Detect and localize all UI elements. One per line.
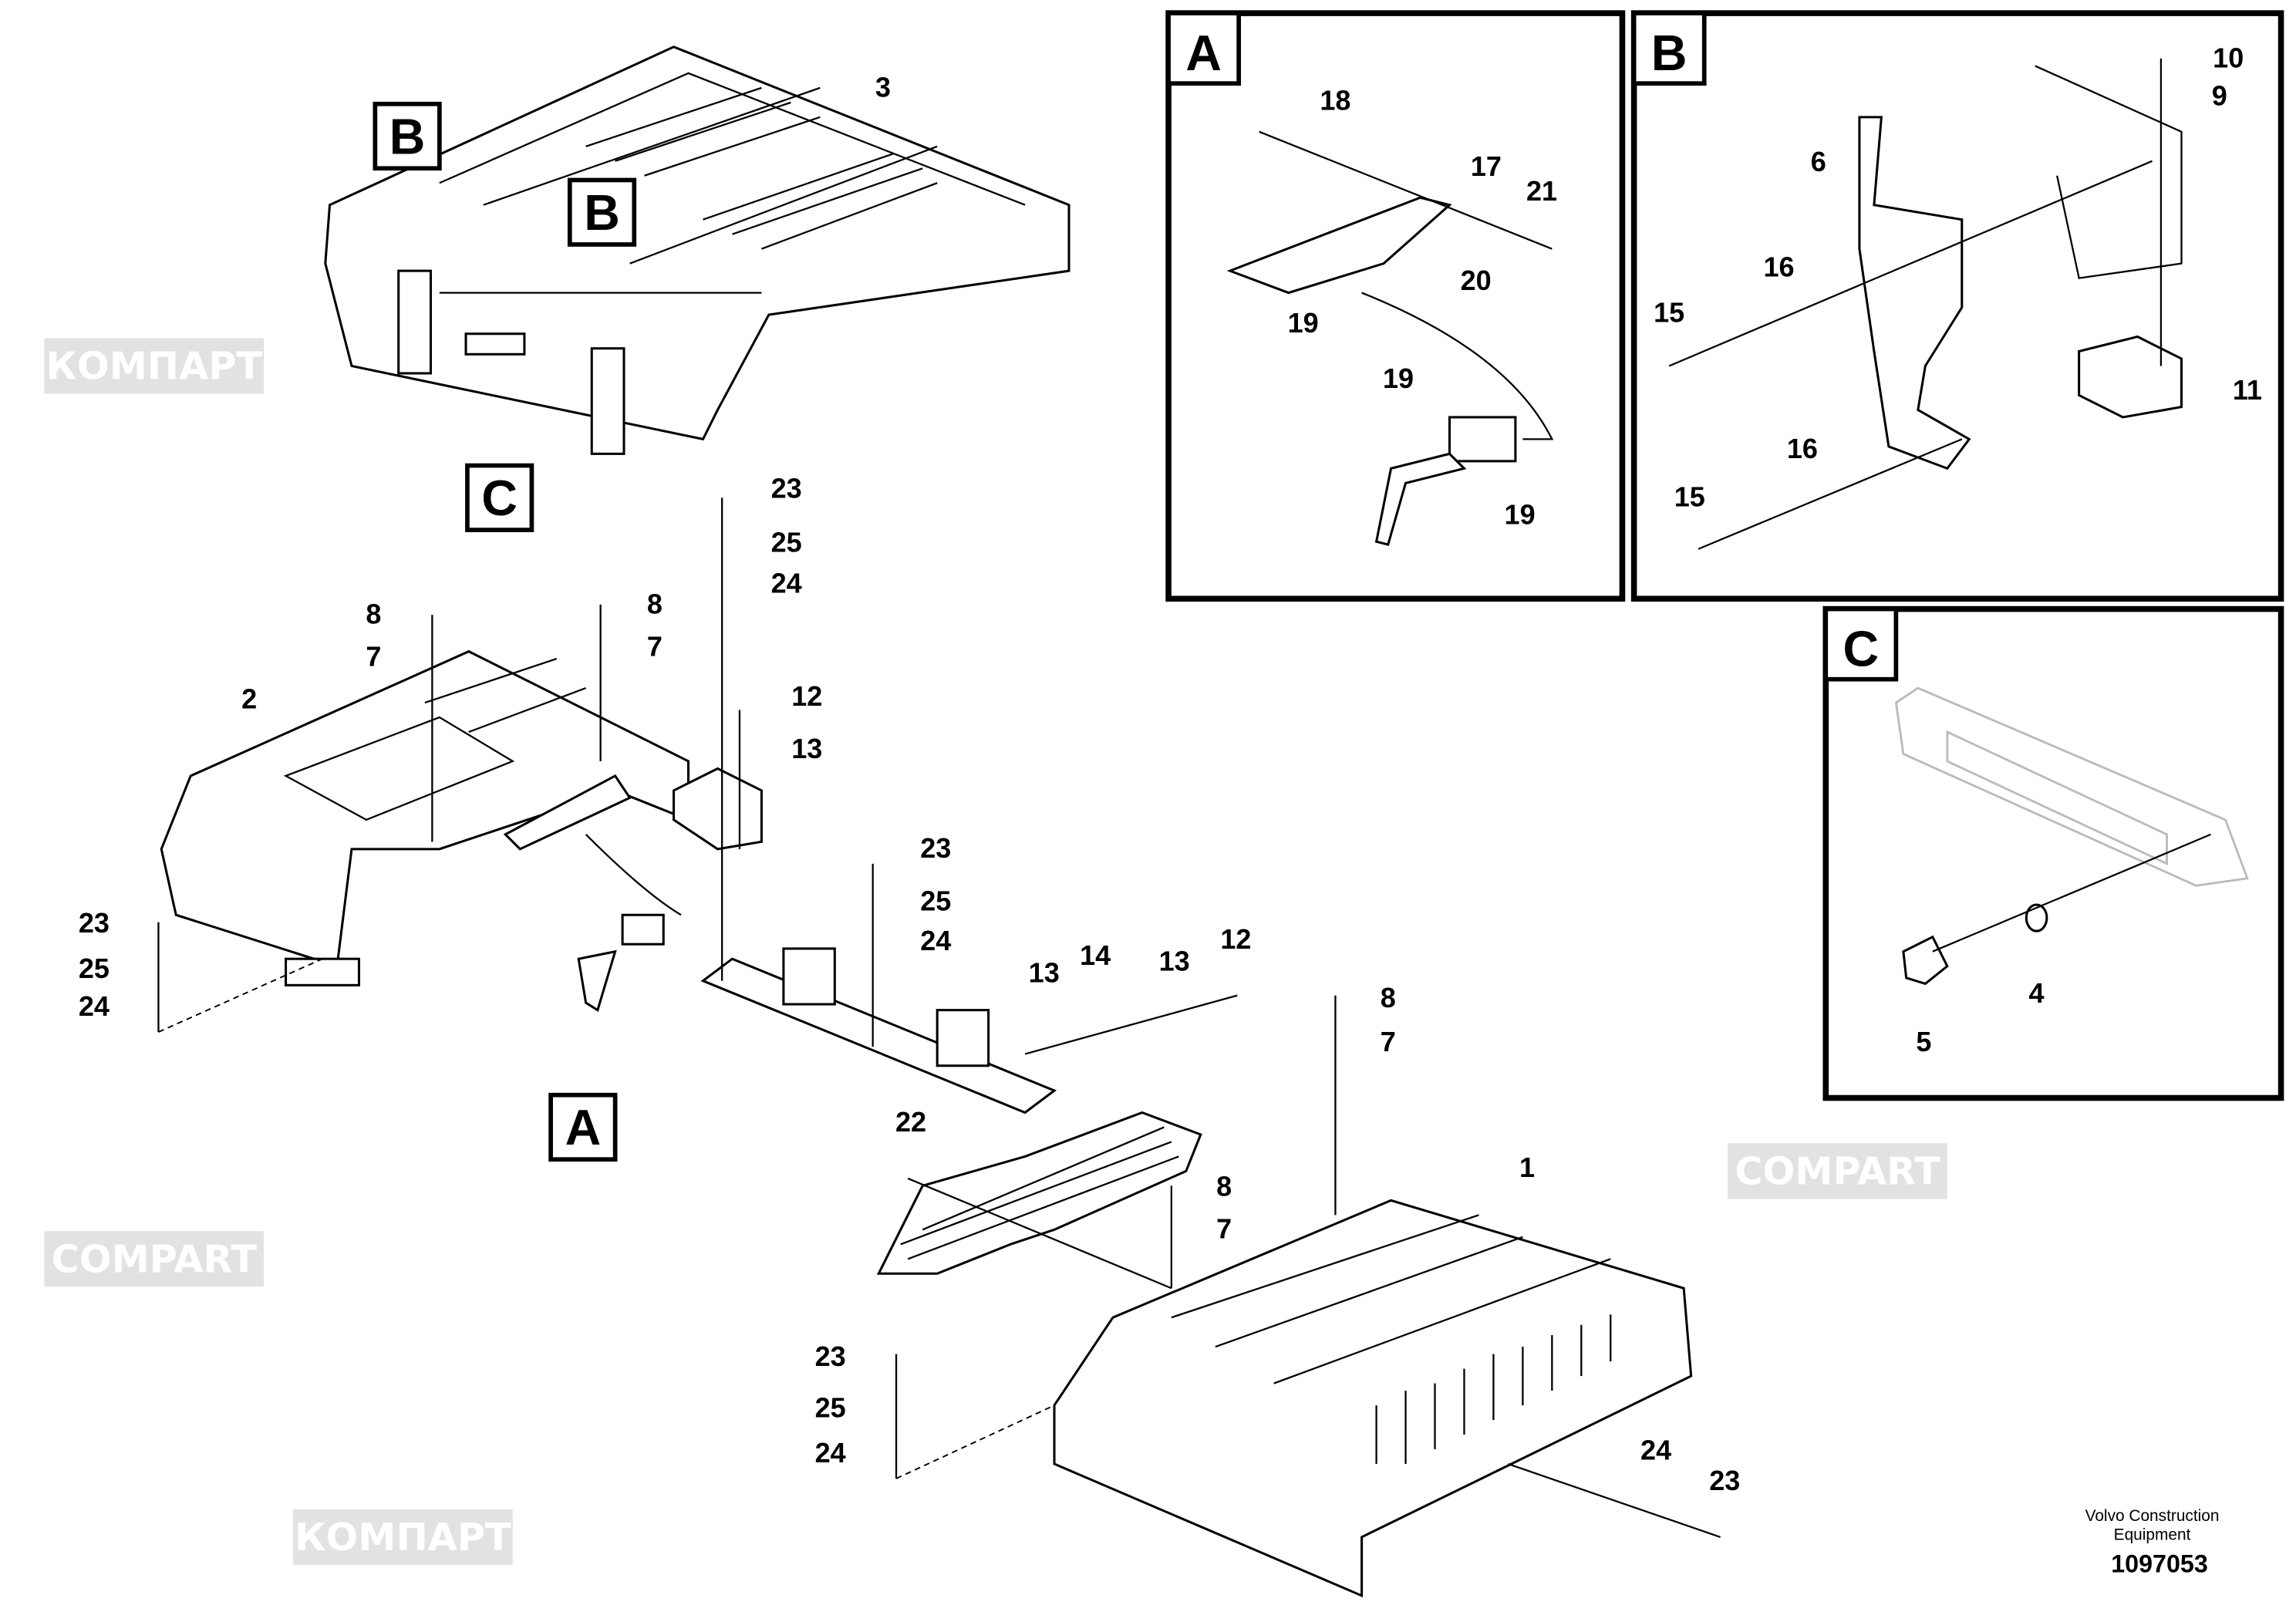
view-marker-label: C (481, 470, 518, 526)
view-marker-box (373, 101, 442, 171)
footer: Volvo Construction Equipment 1097053 (2085, 1507, 2220, 1577)
inset-b (1630, 10, 2284, 602)
mounting-rail (673, 497, 1057, 1114)
callout-number: 15 (1674, 481, 1705, 513)
callout-number: 12 (1220, 923, 1251, 955)
callout-number: 12 (791, 680, 822, 712)
callout-number: 7 (1216, 1213, 1232, 1245)
callout-number: 13 (791, 733, 822, 764)
callout-number: 13 (1029, 957, 1060, 989)
view-marker-box (548, 1092, 618, 1162)
callout-number: 2 (241, 683, 257, 715)
dashed-leaders (158, 958, 1055, 1479)
watermark-text: COMPART (1735, 1148, 1940, 1193)
view-marker-label: B (389, 109, 426, 164)
watermark-band (44, 338, 265, 394)
view-marker-box (567, 177, 637, 247)
callout-number: 9 (2212, 80, 2227, 112)
front-cover-part-1 (1053, 1199, 1693, 1598)
callout-number: 23 (79, 907, 110, 939)
callout-number: 7 (647, 630, 663, 662)
callout-number: 10 (2213, 42, 2244, 73)
callout-number: 17 (1471, 150, 1502, 182)
top-cover-part-3 (324, 46, 1070, 455)
callout-number: 16 (1763, 251, 1794, 283)
view-marker-box (465, 463, 534, 532)
callout-number: 8 (1381, 982, 1396, 1013)
callout-number: 24 (771, 568, 802, 599)
callout-number: 24 (815, 1437, 846, 1469)
callout-number: 22 (895, 1106, 926, 1138)
callout-number: 21 (1526, 175, 1557, 207)
callout-number: 24 (920, 925, 951, 956)
callout-number: 4 (2029, 977, 2045, 1009)
callout-number: 19 (1383, 363, 1414, 394)
callout-number: 23 (1709, 1465, 1740, 1496)
latch-assembly (503, 774, 682, 1012)
footer-company-line1: Volvo Construction (2085, 1507, 2220, 1525)
callout-number: 8 (647, 588, 663, 619)
view-marker-label: C (1843, 622, 1880, 677)
callout-number: 1 (1519, 1152, 1535, 1183)
inset-a (1165, 10, 1626, 602)
callout-number: 7 (366, 641, 381, 673)
grille-part-22 (876, 1111, 1202, 1275)
inset-c (1822, 605, 2284, 1101)
callout-number: 11 (2233, 374, 2262, 406)
callout-number: 24 (79, 990, 110, 1022)
fastener-lines (157, 604, 1721, 1538)
callout-number: 8 (366, 599, 381, 630)
callout-number: 25 (815, 1391, 846, 1423)
callout-number: 14 (1080, 939, 1111, 971)
callout-number: 24 (1640, 1434, 1671, 1465)
watermark-band (44, 1231, 265, 1287)
callout-number: 19 (1288, 307, 1319, 339)
watermark-text: КОМПАРТ (46, 344, 262, 389)
callout-number: 18 (1320, 84, 1350, 116)
view-marker-label: B (1651, 25, 1687, 81)
callout-number: 16 (1787, 433, 1818, 464)
watermark-text: КОМПАРТ (295, 1515, 511, 1560)
view-marker-label: A (565, 1100, 602, 1155)
rear-cover-part-2 (160, 649, 690, 986)
callout-number: 25 (920, 885, 951, 917)
callout-number: 23 (771, 472, 802, 504)
callout-number: 23 (920, 832, 951, 864)
callout-number: 8 (1216, 1171, 1232, 1202)
callout-number: 6 (1811, 146, 1826, 177)
callout-number: 3 (875, 71, 891, 103)
callout-number: 23 (815, 1340, 846, 1372)
view-marker-label: A (1185, 25, 1222, 81)
callout-number: 15 (1654, 297, 1684, 329)
watermark-band (293, 1509, 513, 1565)
callout-number: 25 (771, 527, 802, 558)
watermark-band (1728, 1143, 1947, 1199)
callout-number: 25 (79, 953, 110, 984)
watermark-layer: КОМПАРТ COMPART КОМПАРТ COMPART (44, 338, 1947, 1565)
view-marker-label: B (584, 185, 620, 241)
callout-number: 19 (1505, 498, 1536, 530)
drawing-number: 1097053 (2111, 1549, 2208, 1577)
footer-company-line2: Equipment (2114, 1526, 2191, 1544)
callout-number: 7 (1381, 1026, 1396, 1057)
watermark-text: COMPART (52, 1236, 258, 1281)
callout-number: 5 (1916, 1026, 1931, 1057)
callout-number: 20 (1461, 265, 1492, 296)
callout-number: 13 (1159, 945, 1190, 976)
